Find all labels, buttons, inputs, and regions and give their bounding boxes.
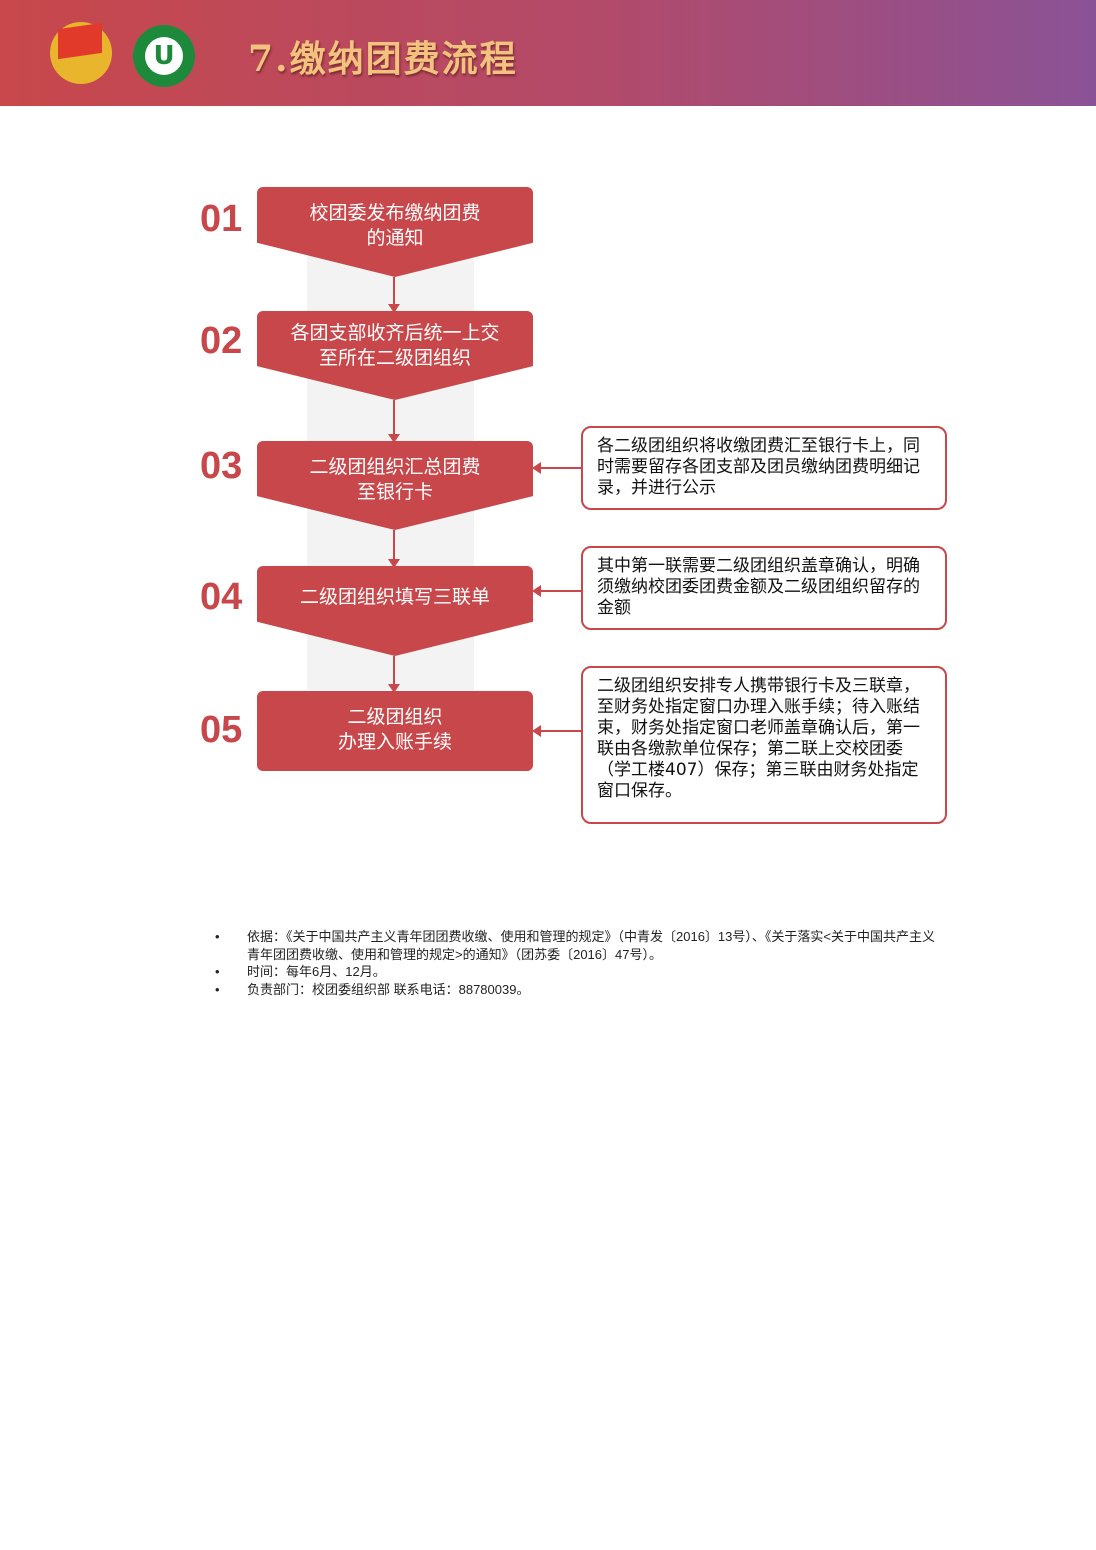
- step-text: 二级团组织汇总团费 至银行卡: [309, 456, 481, 503]
- flow-arrow: [388, 656, 400, 693]
- flow-arrow: [388, 400, 400, 443]
- note-arrow: [532, 462, 581, 474]
- note-arrow: [532, 585, 581, 597]
- step-text: 二级团组织 办理入账手续: [337, 706, 452, 753]
- step-box: 二级团组织填写三联单: [257, 566, 533, 656]
- step-number: 05: [200, 709, 243, 751]
- step-number: 02: [200, 320, 243, 362]
- note-box: 二级团组织安排专人携带银行卡及三联章，至财务处指定窗口办理入账手续；待入账结束，…: [581, 666, 947, 824]
- footer-item: 依据：《关于中国共产主义青年团团费收缴、使用和管理的规定》（中青发〔2016〕1…: [215, 928, 945, 963]
- step-box: 二级团组织 办理入账手续: [257, 691, 533, 771]
- note-box: 各二级团组织将收缴团费汇至银行卡上，同时需要留存各团支部及团员缴纳团费明细记录，…: [581, 426, 947, 510]
- step-box: 二级团组织汇总团费 至银行卡: [257, 441, 533, 530]
- footer-notes: 依据：《关于中国共产主义青年团团费收缴、使用和管理的规定》（中青发〔2016〕1…: [215, 928, 945, 998]
- footer-item: 时间：每年6月、12月。: [215, 963, 945, 981]
- jiangsu-university-logo: U: [133, 25, 195, 87]
- flow-arrow: [388, 277, 400, 313]
- step-text: 校团委发布缴纳团费 的通知: [309, 202, 481, 249]
- flow-arrow: [388, 530, 400, 568]
- step-text: 各团支部收齐后统一上交 至所在二级团组织: [290, 322, 500, 369]
- header-banner: U 7.缴纳团费流程: [0, 0, 1096, 106]
- note-box: 其中第一联需要二级团组织盖章确认，明确须缴纳校团委团费金额及二级团组织留存的金额: [581, 546, 947, 630]
- step-number: 03: [200, 445, 243, 487]
- step-text: 二级团组织填写三联单: [299, 586, 490, 608]
- step-number: 01: [200, 198, 243, 240]
- youth-league-logo: [50, 22, 112, 84]
- footer-item: 负责部门：校团委组织部 联系电话：88780039。: [215, 981, 945, 999]
- step-box: 校团委发布缴纳团费 的通知: [257, 187, 533, 277]
- step-box: 各团支部收齐后统一上交 至所在二级团组织: [257, 311, 533, 400]
- note-arrow: [532, 725, 581, 737]
- step-number: 04: [200, 576, 243, 618]
- page-title: 7.缴纳团费流程: [248, 38, 518, 80]
